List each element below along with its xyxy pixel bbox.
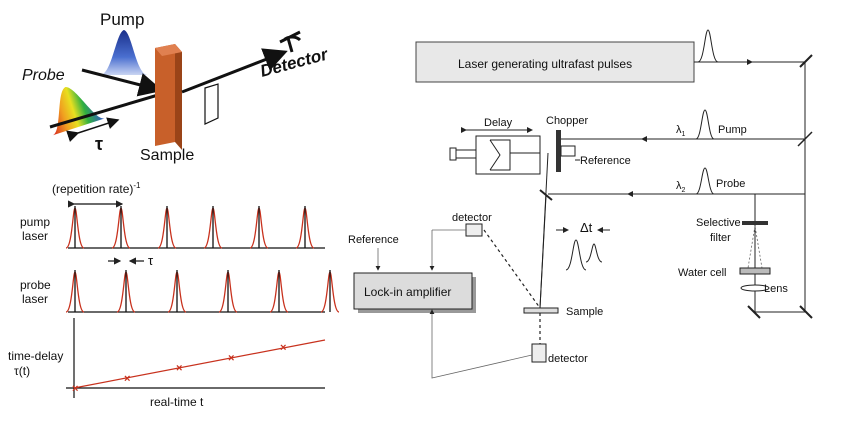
- pump-beam: [81, 68, 163, 97]
- real-time-label: real-time t: [150, 395, 204, 409]
- time-delay-label-1: time-delay: [8, 349, 63, 363]
- delta-t-label: Δt: [580, 220, 593, 235]
- delay-marker: ×: [176, 363, 182, 375]
- mirror-bottom-right: [799, 305, 813, 319]
- pump-pulse-shape: [100, 30, 148, 75]
- chopper-hub: [560, 145, 576, 157]
- selective-filter-label-2: filter: [710, 232, 731, 244]
- lambda2-label: λ2: [676, 180, 686, 194]
- lambda1-label: λ1: [676, 124, 686, 138]
- reflected-beam-dashed: [483, 229, 541, 309]
- pump-to-sample: [539, 152, 549, 309]
- laser-output-pulse: [697, 29, 719, 63]
- detector-label: Detector: [258, 44, 331, 81]
- chopper-label: Chopper: [546, 115, 589, 127]
- lens-shape: [740, 284, 770, 292]
- selective-filter: [742, 221, 768, 225]
- detector-top: [465, 223, 483, 237]
- probe-laser-label-2: laser: [22, 292, 48, 306]
- probe-pulses: [65, 270, 340, 313]
- aperture-plate: [204, 83, 219, 125]
- probe-laser-label-1: probe: [20, 278, 51, 292]
- pump-probe-schematic: Pump Probe Detector τ Sample: [22, 10, 331, 164]
- detector-bottom-wire: [429, 309, 533, 379]
- laser-box-label: Laser generating ultrafast pulses: [458, 57, 632, 71]
- pump-laser-label-2: laser: [22, 229, 48, 243]
- pump-pulses: [65, 206, 315, 249]
- bottom-left-mirror: [747, 305, 761, 319]
- sample-slab-top: [155, 44, 182, 56]
- probe-label: Probe: [22, 67, 65, 84]
- lockin-label: Lock-in amplifier: [364, 285, 451, 299]
- pump-pulse: [695, 109, 715, 140]
- detector-top-label: detector: [452, 212, 492, 224]
- delay-trend-line: [73, 339, 326, 389]
- delta-t-pulse-2: [585, 243, 603, 263]
- setup-sample-label: Sample: [566, 306, 603, 318]
- delay-double-arrow: [66, 117, 120, 142]
- delay-marker: ×: [72, 383, 78, 395]
- setup-diagram: Laser generating ultrafast pulses λ1 Pum…: [348, 29, 813, 379]
- lens-label: Lens: [764, 283, 788, 295]
- detector-icon: [279, 30, 302, 53]
- pulse-train-diagram: (repetition rate)-1 pump laser τ probe l…: [8, 181, 340, 409]
- pump-laser-label-1: pump: [20, 215, 50, 229]
- delay-marker: ×: [228, 352, 234, 364]
- chopper-blade: [556, 130, 561, 172]
- delay-stage-box: [475, 135, 541, 175]
- delay-marker: ×: [280, 342, 286, 354]
- tau-offset-label: τ: [148, 253, 154, 268]
- delay-marker: ×: [124, 373, 130, 385]
- delay-actuator: [455, 149, 477, 159]
- transmitted-beam: [181, 48, 288, 94]
- retroreflector: [489, 139, 511, 171]
- chopper-reference-label: Reference: [580, 155, 631, 167]
- delay-label: Delay: [484, 117, 513, 129]
- delta-t-pulse-1: [565, 239, 587, 271]
- probe-pulse: [695, 167, 715, 195]
- delay-tau-label: τ: [95, 134, 103, 154]
- mirror-top-right: [799, 54, 813, 68]
- delay-markers: × × × × ×: [72, 342, 286, 395]
- rep-rate-label: (repetition rate)-1: [52, 181, 141, 196]
- water-cell-label: Water cell: [678, 267, 727, 279]
- lockin-amplifier-box: [353, 272, 473, 310]
- probe-beam-label: Probe: [716, 178, 745, 190]
- sample-slab-front: [155, 44, 175, 146]
- detector-bottom: [531, 343, 547, 363]
- laser-box: [415, 41, 695, 83]
- time-delay-label-2: τ(t): [14, 364, 30, 378]
- selective-filter-label-1: Selective: [696, 217, 741, 229]
- sample-slab-side: [175, 44, 182, 150]
- detector-bottom-label: detector: [548, 353, 588, 365]
- sample-label: Sample: [140, 147, 194, 164]
- delay-actuator-knob: [449, 147, 457, 161]
- sample-plate: [523, 307, 559, 314]
- lockin-reference-label: Reference: [348, 234, 399, 246]
- pump-label: Pump: [100, 10, 144, 29]
- water-cell: [739, 267, 771, 275]
- pump-beam-label: Pump: [718, 124, 747, 136]
